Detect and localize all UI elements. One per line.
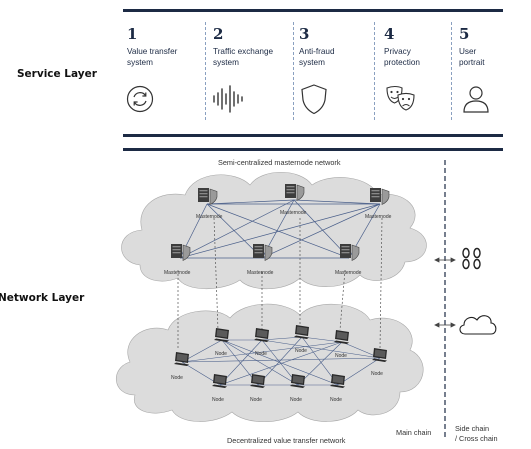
service-item-privacy-protection: 4 Privacy protection [384,25,462,111]
service-number: 2 [213,25,224,43]
service-name: Traffic exchange system [213,47,274,67]
service-number: 4 [384,25,395,43]
masternode-label: Masternode [196,214,223,220]
masternode-links [179,199,381,259]
node-label: Node [335,353,347,359]
refresh-icon [126,85,154,113]
shield-icon [301,84,327,115]
side-chain-label: / Cross chain [455,434,498,443]
user-icon [463,86,489,113]
service-number: 1 [127,25,138,43]
node-label: Node [215,351,227,357]
service-name: Anti-fraud system [299,47,335,67]
service-bottom-rule [123,134,503,137]
audio-wave-icon [213,85,243,113]
layer-connectors [177,217,383,350]
node-label: Node [295,348,307,354]
service-number: 3 [299,25,310,43]
service-number: 5 [459,25,470,43]
node-label: Node [371,371,383,377]
node-cloud [115,303,424,422]
side-chain-label: Side chain [455,424,490,433]
masternode-label: Masternode [335,270,362,276]
service-separator [205,22,206,120]
side-chain-arrows [434,257,456,328]
node-label: Node [330,397,342,403]
service-item-user-portrait: 5 User portrait [459,25,531,113]
node-label: Node [171,375,183,381]
masternode-label: Masternode [247,270,274,276]
masternode-cloud [121,172,427,290]
network-layer-label: Network Layer [0,292,85,304]
masternode-label: Masternode [280,210,307,216]
node-label: Node [250,397,262,403]
service-separator [374,22,375,120]
cloud-icon [459,315,497,335]
service-name: User portrait [459,47,485,67]
decentralized-network-title: Decentralized value transfer network [227,436,346,445]
node-label: Node [212,397,224,403]
service-layer-label: Service Layer [17,68,97,80]
service-item-anti-fraud: 3 Anti-fraud system [299,25,377,115]
network-top-rule [123,148,503,151]
service-name: Value transfer system [127,47,178,67]
service-item-value-transfer: 1 Value transfer system [126,25,205,113]
chain-link-icon [462,247,481,270]
node-label: Node [255,351,267,357]
service-top-rule [123,9,503,12]
main-chain-label: Main chain [396,428,432,437]
masks-icon [386,85,415,111]
masternode-label: Masternode [164,270,191,276]
node-label: Node [290,397,302,403]
service-separator [293,22,294,120]
service-name: Privacy protection [384,47,420,67]
masternode-label: Masternode [365,214,392,220]
service-separator [451,22,452,120]
masternode-network-title: Semi-centralized masternode network [218,158,341,167]
service-item-traffic-exchange: 2 Traffic exchange system [213,25,291,113]
